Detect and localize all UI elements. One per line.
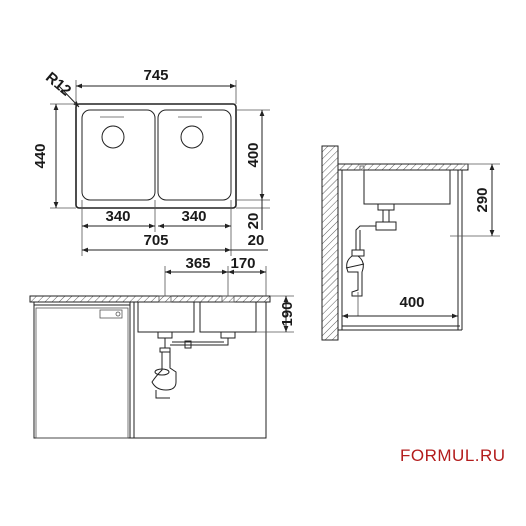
- left-bowl: [81, 109, 156, 201]
- side-view: 290 400: [321, 145, 500, 341]
- cabinet-depth-label: 190: [279, 301, 296, 326]
- dishwasher: [35, 307, 129, 439]
- drain-offset-right-label: 170: [230, 255, 255, 272]
- left-bowl-width-label: 340: [105, 208, 130, 225]
- side-siphon: [346, 255, 364, 297]
- sink-outline: [75, 103, 237, 209]
- edge-offset-label: 20: [248, 232, 265, 249]
- top-view: 745 R12 440 400 20 340 340 705 20: [32, 67, 270, 256]
- right-bowl-width-label: 340: [181, 208, 206, 225]
- overall-width-label: 745: [143, 67, 168, 84]
- watermark: FORMUL.RU: [400, 446, 506, 465]
- left-drain-icon: [101, 125, 125, 149]
- bowl-height-label: 400: [245, 142, 262, 167]
- side-countertop: [337, 163, 469, 171]
- right-bowl: [157, 109, 232, 201]
- bowl-bottom-gap-label: 20: [245, 213, 262, 230]
- wall: [321, 145, 339, 341]
- inner-width-label: 705: [143, 232, 168, 249]
- right-drain-icon: [180, 125, 204, 149]
- side-depth-label: 290: [474, 187, 491, 212]
- front-left-bowl: [137, 301, 195, 333]
- front-right-bowl: [199, 301, 257, 333]
- dishwasher-control-icon: [99, 309, 123, 319]
- side-bowl: [363, 169, 451, 205]
- radius-label: R12: [42, 69, 74, 100]
- cabinet: [33, 301, 267, 439]
- side-offset-label: 400: [399, 294, 424, 311]
- overall-height-label: 440: [32, 143, 49, 168]
- drain-offset-label: 365: [185, 255, 210, 272]
- front-siphon: [151, 352, 177, 391]
- front-view: 365 170 190: [29, 255, 296, 439]
